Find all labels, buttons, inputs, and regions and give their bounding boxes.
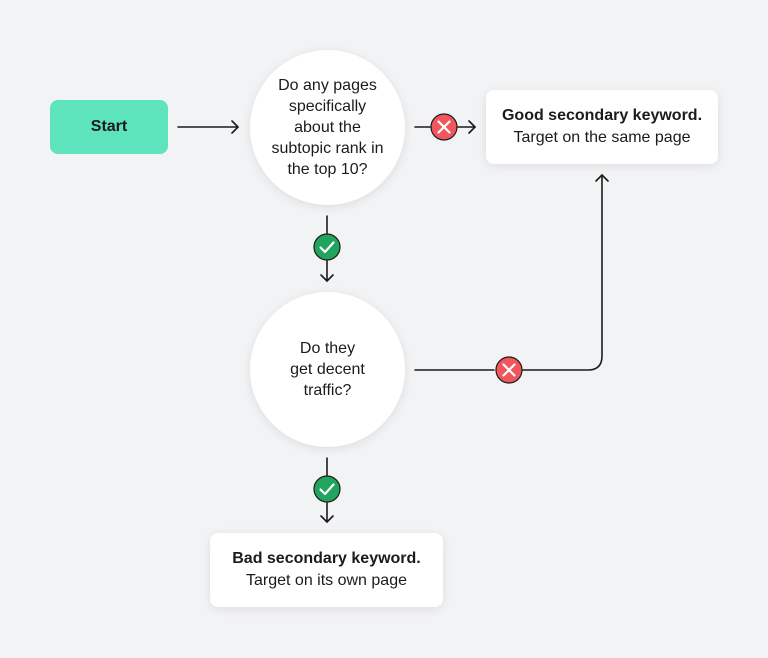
question-1-text: Do any pages specifically about the subt… — [271, 77, 384, 178]
cross-icon — [495, 356, 523, 384]
question-2-text: Do they get decent traffic? — [290, 340, 365, 399]
start-node: Start — [50, 100, 168, 154]
arrow-start-to-q1 — [177, 120, 239, 134]
result-good-subtitle: Target on the same page — [513, 129, 691, 146]
result-bad-subtitle: Target on its own page — [246, 572, 407, 589]
check-icon — [313, 475, 341, 503]
result-bad-secondary-keyword: Bad secondary keyword. Target on its own… — [210, 533, 443, 607]
result-good-secondary-keyword: Good secondary keyword. Target on the sa… — [486, 90, 718, 164]
start-label: Start — [90, 118, 128, 135]
arrow-q2-no-to-good — [414, 174, 609, 371]
check-icon — [313, 233, 341, 261]
result-good-title: Good secondary keyword. — [501, 107, 703, 124]
cross-icon — [430, 113, 458, 141]
arrow-q1-yes-to-q2 — [320, 215, 334, 282]
result-bad-title: Bad secondary keyword. — [232, 550, 421, 567]
arrow-q2-yes-to-bad — [320, 457, 334, 523]
arrow-q1-no-to-good — [414, 120, 476, 134]
question-node-pages-rank: Do any pages specifically about the subt… — [250, 50, 405, 205]
question-node-traffic: Do they get decent traffic? — [250, 292, 405, 447]
